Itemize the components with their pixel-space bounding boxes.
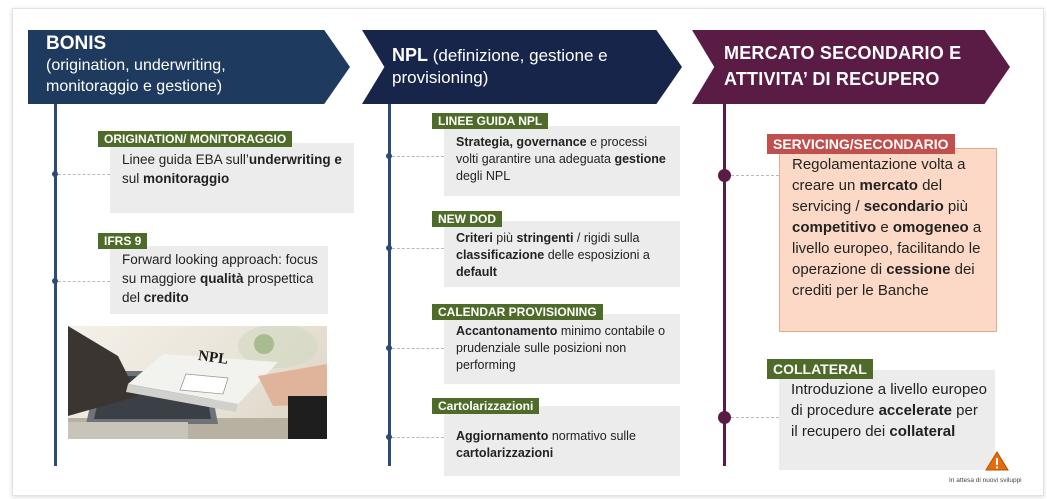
- timeline-dot: [52, 171, 58, 177]
- mercato-title-line2: ATTIVITA’ DI RECUPERO: [724, 69, 940, 89]
- emphasis-text: secondario: [863, 198, 944, 215]
- npl-tag: NEW DOD: [432, 211, 502, 227]
- servicing-card: Regolamentazione volta a creare un merca…: [779, 148, 997, 332]
- body-text: più: [943, 198, 968, 215]
- connector-line: [392, 156, 444, 157]
- bonis-subtitle: (origination, underwriting, monitoraggio…: [46, 57, 226, 95]
- body-text: delle esposizioni a: [544, 248, 650, 262]
- npl-title: NPL: [392, 45, 428, 65]
- emphasis-text: qualità: [200, 271, 244, 286]
- warning-triangle-icon: [985, 451, 1009, 471]
- body-text: per il recupero dei: [791, 402, 978, 440]
- mercato-title-line1: MERCATO SECONDARIO E: [724, 43, 962, 63]
- bonis-card-text: Linee guida EBA sull’underwriting e sul …: [122, 150, 344, 188]
- timeline-dot: [386, 345, 392, 351]
- npl-card-text: Aggiornamento normativo sulle cartolariz…: [456, 428, 672, 462]
- npl-card: Accantonamento minimo contabile o pruden…: [444, 314, 680, 384]
- emphasis-text: Accantonamento: [456, 324, 558, 338]
- body-text: più: [492, 231, 517, 245]
- emphasis-text: cessione: [886, 261, 951, 278]
- emphasis-text: default: [456, 265, 497, 279]
- npl-card-text: Strategia, governance e processi volti g…: [456, 134, 672, 185]
- timeline-dot: [52, 278, 58, 284]
- bonis-card-text: Forward looking approach: focus su maggi…: [122, 250, 318, 307]
- bonis-tag: IFRS 9: [98, 233, 148, 249]
- npl-tag: Cartolarizzazioni: [432, 398, 540, 414]
- emphasis-text: accelerate: [878, 402, 952, 419]
- emphasis-text: cartolarizzazioni: [456, 446, 554, 460]
- timeline-dot: [386, 153, 392, 159]
- body-text: e processi volti garantire una adeguata: [456, 135, 648, 166]
- emphasis-text: collateral: [889, 423, 956, 440]
- body-text: dei crediti per le Banche: [792, 261, 975, 299]
- npl-card-text: Criteri più stringenti / rigidi sulla cl…: [456, 230, 672, 281]
- body-text: e: [876, 219, 893, 236]
- emphasis-text: competitivo: [792, 219, 877, 236]
- npl-tag: LINEE GUIDA NPL: [432, 113, 549, 129]
- collateral-tag: COLLATERAL: [767, 359, 873, 379]
- mercato-timeline: [723, 104, 726, 466]
- body-text: / rigidi sulla: [573, 231, 640, 245]
- connector-line: [731, 417, 779, 418]
- servicing-card-text: Regolamentazione volta a creare un merca…: [792, 154, 988, 301]
- body-text: del servicing /: [792, 177, 943, 215]
- connector-line: [392, 437, 444, 438]
- photo-illustration: [68, 326, 327, 439]
- emphasis-text: classificazione: [456, 248, 545, 262]
- body-text: Linee guida EBA sull’: [122, 152, 249, 167]
- mercato-header: MERCATO SECONDARIO E ATTIVITA’ DI RECUPE…: [692, 30, 1010, 104]
- npl-card: Strategia, governance e processi volti g…: [444, 126, 680, 196]
- timeline-dot: [386, 434, 392, 440]
- connector-line: [58, 281, 110, 282]
- body-text: Introduzione a livello europeo di proced…: [791, 381, 987, 419]
- servicing-tag: SERVICING/SECONDARIO: [767, 134, 955, 154]
- npl-subtitle: (definizione, gestione e provisioning): [392, 46, 608, 87]
- body-text: sul: [122, 171, 144, 186]
- npl-binder-photo: NPL: [68, 326, 327, 439]
- body-text: minimo contabile o prudenziale sulle pos…: [456, 324, 666, 372]
- bonis-tag: ORIGINATION/ MONITORAGGIO: [98, 131, 293, 147]
- bonis-card: Forward looking approach: focus su maggi…: [110, 246, 328, 314]
- body-text: Regolamentazione volta a creare un: [792, 156, 966, 194]
- npl-header: NPL (definizione, gestione e provisionin…: [362, 30, 682, 104]
- body-text: normativo sulle: [548, 429, 636, 443]
- connector-line: [392, 248, 444, 249]
- emphasis-text: Aggiornamento: [456, 429, 549, 443]
- emphasis-text: credito: [143, 290, 189, 305]
- npl-timeline: [388, 104, 391, 466]
- npl-card: Criteri più stringenti / rigidi sulla cl…: [444, 221, 680, 287]
- npl-card: Aggiornamento normativo sulle cartolariz…: [444, 406, 680, 476]
- emphasis-text: omogeneo: [892, 219, 969, 236]
- connector-line: [731, 175, 779, 176]
- body-text: a livello europeo, facilitando le operaz…: [792, 219, 982, 278]
- emphasis-text: Criteri: [456, 231, 493, 245]
- bonis-timeline: [54, 104, 57, 466]
- emphasis-text: monitoraggio: [143, 171, 230, 186]
- body-text: prospettica del: [122, 271, 314, 305]
- emphasis-text: Strategia, governance: [456, 135, 587, 149]
- timeline-dot: [718, 411, 731, 424]
- emphasis-text: underwriting e: [248, 152, 342, 167]
- warning-note: In attesa di nuovi sviluppi: [949, 477, 1022, 484]
- timeline-dot: [718, 169, 731, 182]
- collateral-card: Introduzione a livello europeo di proced…: [779, 370, 995, 470]
- npl-card-text: Accantonamento minimo contabile o pruden…: [456, 323, 672, 374]
- emphasis-text: gestione: [614, 152, 666, 166]
- emphasis-text: mercato: [859, 177, 918, 194]
- connector-line: [58, 174, 110, 175]
- bonis-card: Linee guida EBA sull’underwriting e sul …: [110, 143, 354, 213]
- connector-line: [392, 348, 444, 349]
- bonis-title: BONIS: [46, 33, 107, 54]
- npl-tag: CALENDAR PROVISIONING: [432, 304, 603, 320]
- bonis-header: BONIS (origination, underwriting, monito…: [28, 30, 350, 104]
- collateral-card-text: Introduzione a livello europeo di proced…: [791, 379, 987, 442]
- emphasis-text: stringenti: [516, 231, 574, 245]
- body-text: degli NPL: [456, 169, 511, 183]
- body-text: Forward looking approach: focus su maggi…: [122, 252, 318, 286]
- timeline-dot: [386, 245, 392, 251]
